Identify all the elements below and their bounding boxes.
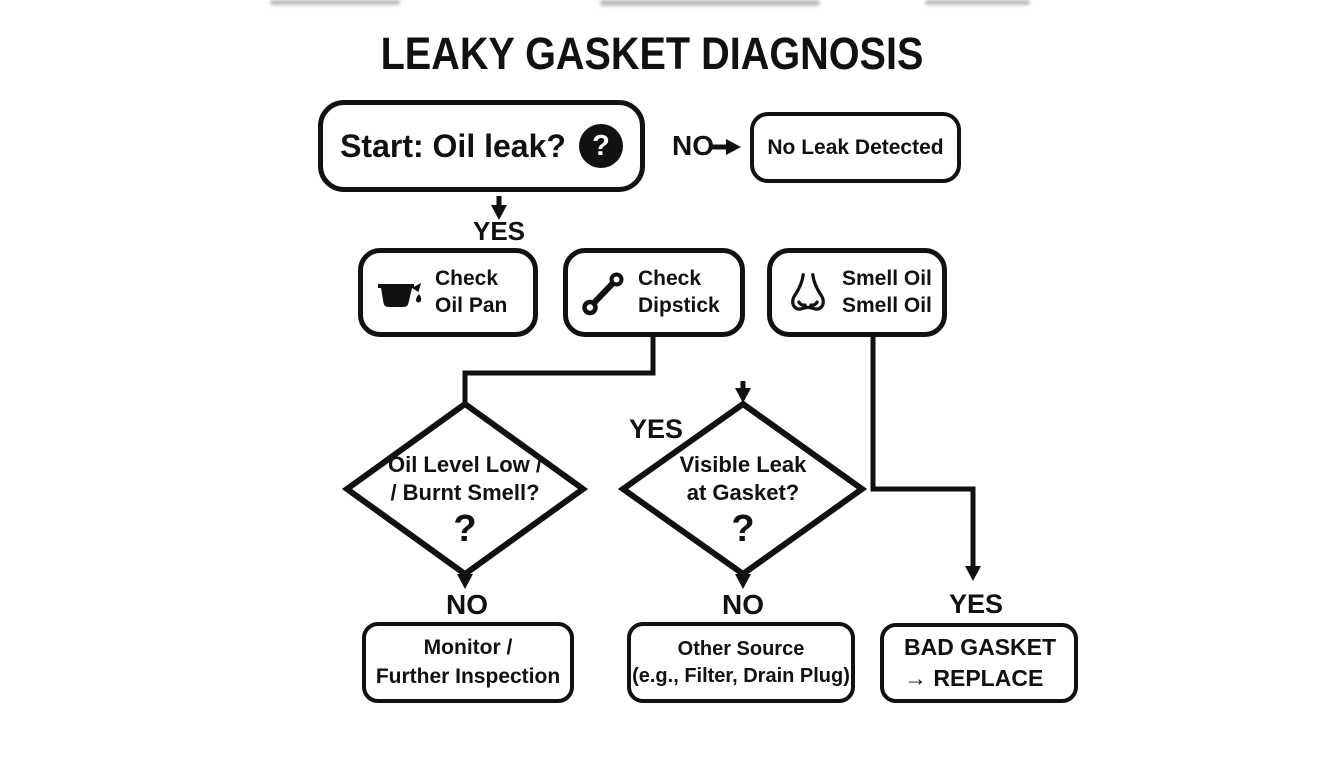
decision2-line1: Visible Leak (679, 452, 807, 477)
other-source-node: Other Source (e.g., Filter, Drain Plug) (627, 622, 855, 703)
question-circle-icon: ? (578, 124, 623, 168)
edge-smudge (270, 0, 400, 5)
smell-to-replace-line (870, 337, 976, 568)
monitor-node: Monitor / Further Inspection (362, 622, 574, 703)
smell-oil-node: Smell Oil Smell Oil (767, 248, 947, 337)
arrowhead-decision1-exit-icon (457, 574, 473, 589)
check-oil-pan-line2: Oil Pan (435, 293, 508, 317)
decision1-text: Oil Level Low / / Burnt Smell? ? (348, 451, 582, 548)
decision1-line1: Oil Level Low / (387, 452, 543, 477)
bad-gasket-node: BAD GASKET → REPLACE (880, 623, 1078, 703)
check-dipstick-node: Check Dipstick (563, 248, 745, 337)
decision1-line2: / Burnt Smell? (390, 480, 540, 506)
other-source-line1: Other Source (677, 637, 805, 660)
check-oil-pan-line1: Check (435, 266, 499, 290)
page-title: LEAKY GASKET DIAGNOSIS (380, 28, 924, 79)
start-label: Start: Oil leak? (340, 127, 566, 164)
arrowheads (457, 139, 981, 589)
arrowhead-replace-entry-icon (965, 566, 981, 581)
question-glyph: ? (592, 129, 610, 162)
check-oil-pan-node: Check Oil Pan (358, 248, 538, 337)
decision1-no-label: NO (446, 589, 488, 620)
monitor-line2: Further Inspection (375, 664, 561, 688)
arrowhead-no-right-icon (726, 139, 741, 155)
decision2-line2: at Gasket? (686, 480, 800, 506)
decision1-diamond (341, 400, 589, 578)
decision2-question-mark: ? (731, 508, 755, 551)
arrowhead-start-down-icon (491, 205, 507, 220)
no-leak-label: No Leak Detected (767, 135, 944, 159)
bad-gasket-line1: BAD GASKET (904, 633, 1057, 660)
edge-smudge (600, 0, 820, 6)
no-leak-result-node: No Leak Detected (750, 112, 961, 183)
edge-smudge (925, 0, 1030, 5)
branch-yes-label: YES (472, 216, 526, 246)
dipstick-icon (581, 270, 627, 316)
arrowhead-decision2-exit-icon (735, 574, 751, 589)
nose-icon (785, 270, 831, 316)
start-node: Start: Oil leak? ? (318, 100, 645, 192)
monitor-line1: Monitor / (423, 636, 513, 660)
decision-diamonds (341, 400, 868, 578)
bad-gasket-line2: → REPLACE (904, 665, 1044, 691)
dipstick-to-decision1-line (462, 337, 656, 402)
decision2-diamond (617, 400, 868, 578)
oil-pan-icon (376, 273, 424, 313)
decision2-no-label: NO (722, 589, 764, 620)
arrowhead-decision2-entry-icon (735, 388, 751, 403)
decision2-entry-yes-label: YES (628, 414, 684, 444)
check-dipstick-line2: Dipstick (638, 293, 720, 317)
branch-no-label: NO (672, 130, 714, 161)
check-dipstick-line1: Check (638, 266, 702, 290)
smell-oil-line1: Smell Oil (842, 266, 932, 290)
smell-oil-line2: Smell Oil (842, 293, 932, 317)
decision1-question-mark: ? (453, 508, 477, 551)
other-source-line2: (e.g., Filter, Drain Plug) (632, 664, 850, 687)
replace-yes-label: YES (948, 589, 1004, 619)
decision2-text: Visible Leak at Gasket? ? (626, 451, 860, 548)
